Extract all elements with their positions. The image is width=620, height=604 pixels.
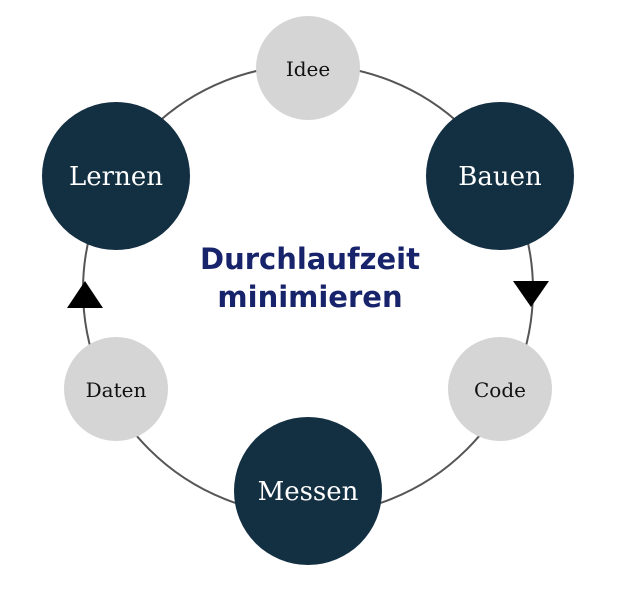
node-code-label: Code — [474, 378, 526, 402]
center-title: Durchlaufzeit minimieren — [160, 240, 460, 316]
node-lernen: Lernen — [42, 102, 190, 250]
arrow-down-icon — [513, 281, 549, 307]
center-title-line2: minimieren — [217, 280, 403, 314]
center-title-line1: Durchlaufzeit — [200, 242, 420, 276]
node-messen-label: Messen — [258, 477, 359, 507]
node-idee-label: Idee — [286, 57, 330, 81]
node-bauen-label: Bauen — [458, 162, 542, 192]
node-daten: Daten — [64, 337, 168, 441]
node-messen: Messen — [234, 417, 382, 565]
arrow-up-icon — [67, 281, 103, 308]
node-bauen: Bauen — [426, 102, 574, 250]
node-idee: Idee — [256, 16, 360, 120]
node-code: Code — [448, 337, 552, 441]
node-lernen-label: Lernen — [69, 162, 163, 192]
node-daten-label: Daten — [86, 378, 147, 402]
